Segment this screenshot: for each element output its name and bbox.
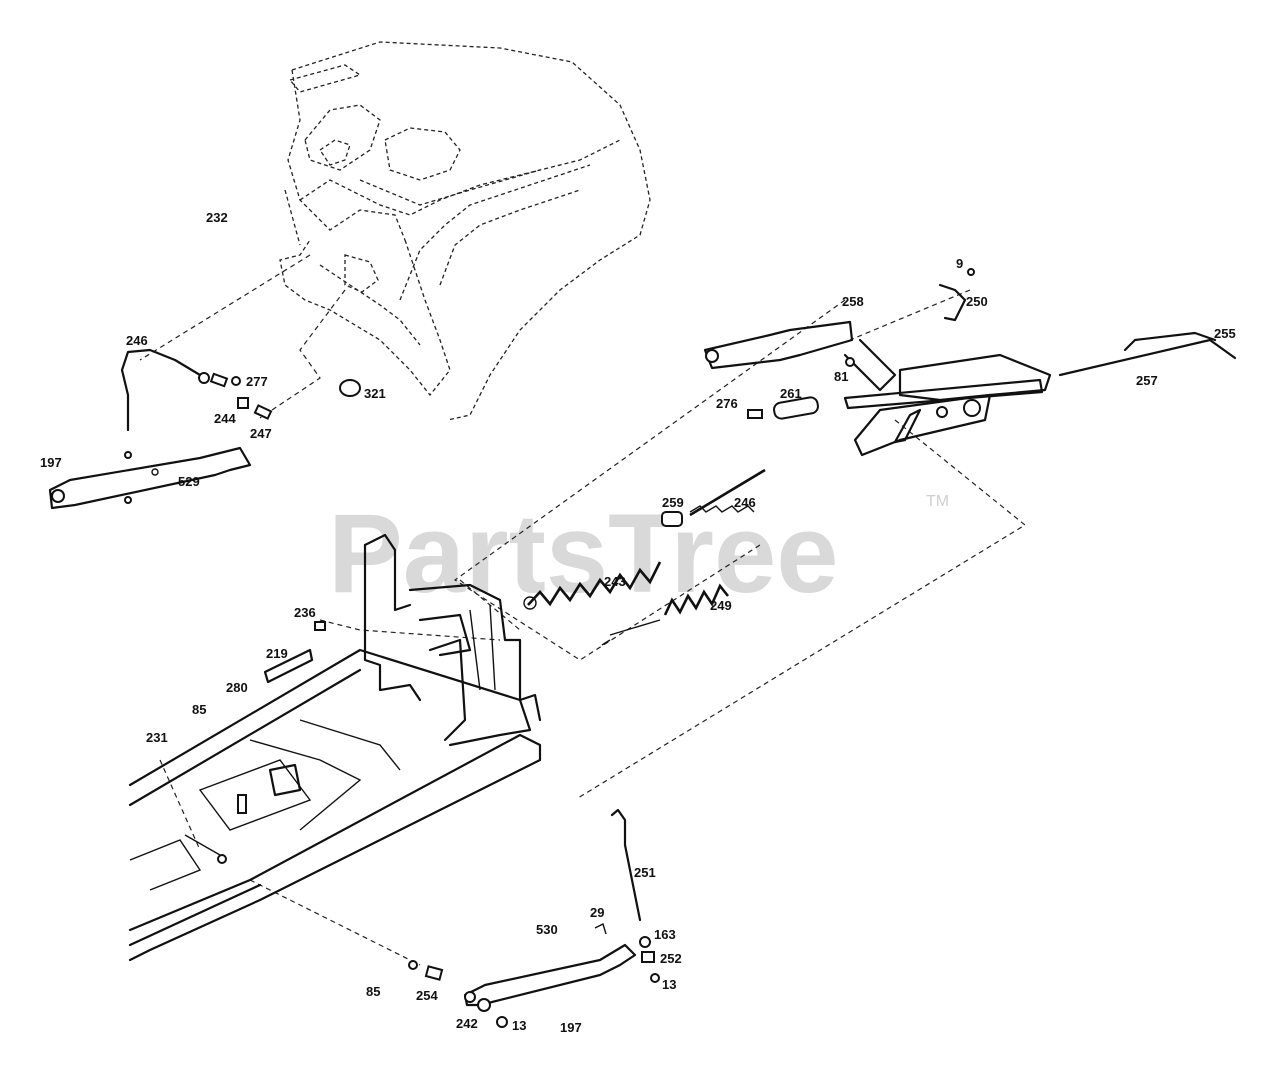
callout-13-right: 13 (662, 977, 676, 992)
callout-85-upper: 85 (192, 702, 206, 717)
pivot-assembly (703, 268, 1052, 457)
grommet-321 (339, 379, 361, 397)
callout-29: 29 (590, 905, 604, 920)
callout-276: 276 (716, 396, 738, 411)
watermark-trademark: TM (926, 493, 949, 510)
callout-280: 280 (226, 680, 248, 695)
callout-251: 251 (634, 865, 656, 880)
spring-243 (523, 561, 662, 610)
callout-219: 219 (266, 646, 288, 661)
callout-243: 243 (604, 574, 626, 589)
callout-258: 258 (842, 294, 864, 309)
watermark-text: PartsTree (328, 491, 839, 616)
callout-261: 261 (780, 386, 802, 401)
callout-242: 242 (456, 1016, 478, 1031)
callout-197-lower: 197 (560, 1020, 582, 1035)
callout-252: 252 (660, 951, 682, 966)
rod-257 (1058, 331, 1237, 377)
spring-249 (601, 583, 730, 646)
callout-13-lower: 13 (512, 1018, 526, 1033)
rod-251 (610, 808, 660, 983)
callout-232: 232 (206, 210, 228, 225)
part-callouts: 232 246 277 244 247 321 197 529 9 258 25… (40, 210, 1236, 1035)
callout-231: 231 (146, 730, 168, 745)
callout-277: 277 (246, 374, 268, 389)
callout-257: 257 (1136, 373, 1158, 388)
callout-250: 250 (966, 294, 988, 309)
spring-rod-246 (661, 468, 766, 527)
callout-244: 244 (214, 411, 236, 426)
callout-9: 9 (956, 256, 963, 271)
callout-163: 163 (654, 927, 676, 942)
callout-529: 529 (178, 474, 200, 489)
callout-246-cable: 246 (126, 333, 148, 348)
callout-236: 236 (294, 605, 316, 620)
callout-259: 259 (662, 495, 684, 510)
callout-81: 81 (834, 369, 848, 384)
callout-254: 254 (416, 988, 438, 1003)
frame-assembly (128, 533, 542, 962)
leader-lines (139, 254, 1027, 966)
callout-255: 255 (1214, 326, 1236, 341)
callout-246-rod: 246 (734, 495, 756, 510)
lever-530 (408, 923, 637, 1028)
lever-529 (48, 446, 252, 510)
callout-85-lower: 85 (366, 984, 380, 999)
callout-530: 530 (536, 922, 558, 937)
callout-197-upper: 197 (40, 455, 62, 470)
throttle-cable-246 (120, 348, 273, 459)
callout-249: 249 (710, 598, 732, 613)
callout-247: 247 (250, 426, 272, 441)
bushing-261 (747, 396, 819, 420)
fender-body-outline (279, 41, 651, 421)
callout-321: 321 (364, 386, 386, 401)
